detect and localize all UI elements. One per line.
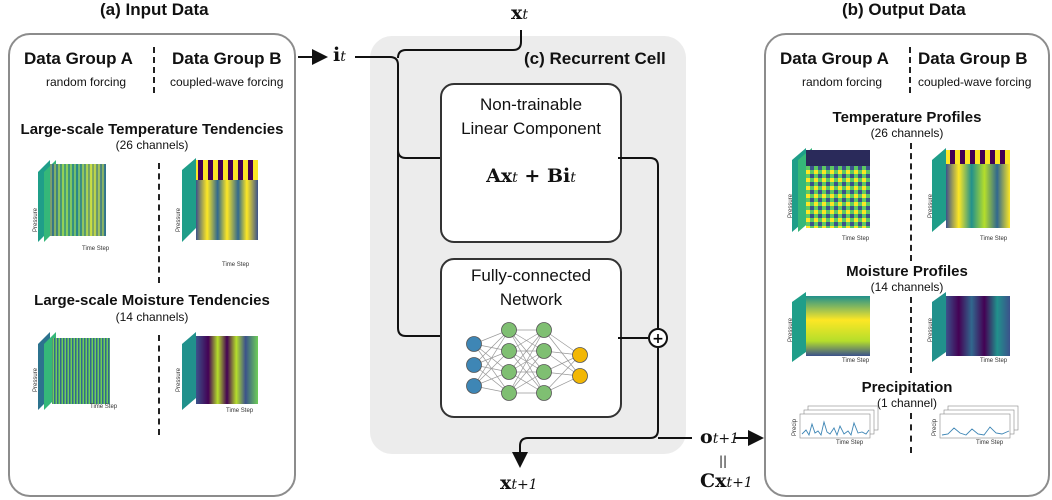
output-panel-title: (b) Output Data	[842, 0, 966, 19]
nn-node	[466, 357, 482, 373]
input-panel: Data Group A random forcing Data Group B…	[8, 33, 296, 497]
nn-edge	[508, 329, 545, 394]
x-to-cell-line	[397, 30, 522, 59]
input-moist-channels: (14 channels)	[115, 310, 189, 324]
output-temp-title: Temperature Profiles	[832, 109, 982, 126]
input-moist-a-xlabel: Time Step	[90, 404, 118, 410]
fcn-line2: Network	[499, 290, 563, 309]
input-group-divider	[153, 47, 155, 93]
input-group-b-sub: coupled-wave forcing	[170, 75, 284, 89]
input-moist-divider	[158, 335, 160, 435]
output-precip-b-xlabel: Time Step	[976, 440, 1004, 446]
i-to-fcn-line	[355, 56, 440, 337]
nn-node	[466, 378, 482, 394]
output-precip-a-plot	[794, 404, 894, 449]
linear-line1: Non-trainable	[479, 95, 583, 114]
nn-node	[501, 385, 517, 401]
nn-edge	[473, 329, 510, 387]
sum-to-xnext-line	[512, 348, 659, 468]
output-moist-title: Moisture Profiles	[846, 263, 968, 280]
output-moist-a-xlabel: Time Step	[842, 358, 870, 364]
nn-node	[536, 385, 552, 401]
linear-to-sum-line	[618, 157, 659, 328]
o-next-label: ot+1	[700, 426, 739, 448]
output-group-a-label: Data Group A	[780, 49, 889, 68]
input-group-b-label: Data Group B	[172, 49, 282, 68]
output-temp-divider	[910, 143, 912, 261]
input-temp-b-heatmap	[178, 156, 278, 261]
input-group-a-sub: random forcing	[46, 75, 127, 89]
input-temp-a-heatmap	[36, 158, 126, 253]
nn-node	[536, 364, 552, 380]
i-to-linear-line	[397, 149, 440, 159]
x-t-label: xt	[511, 2, 528, 24]
nn-edge	[473, 350, 510, 387]
output-moist-divider	[910, 297, 912, 373]
equals-sign: ||	[719, 454, 728, 468]
output-precip-b-plot	[934, 404, 1034, 449]
output-precip-title: Precipitation	[861, 379, 953, 396]
sum-plus-icon: +	[652, 331, 664, 347]
fcn-line1: Fully-connected	[470, 266, 591, 285]
output-group-divider	[909, 47, 911, 93]
input-temp-a-xlabel: Time Step	[82, 246, 110, 252]
nn-node	[536, 322, 552, 338]
nn-edge	[508, 350, 545, 394]
input-group-a-label: Data Group A	[24, 49, 133, 68]
output-moist-a-heatmap	[790, 290, 890, 370]
linear-line2: Linear Component	[461, 119, 601, 138]
output-temp-a-xlabel: Time Step	[842, 236, 870, 242]
input-temp-title: Large-scale Temperature Tendencies	[20, 121, 284, 138]
output-precip-channels: (1 channel)	[876, 396, 938, 410]
nn-edge	[508, 329, 545, 373]
nn-node	[572, 347, 588, 363]
nn-node	[572, 368, 588, 384]
output-moist-b-heatmap	[930, 290, 1030, 370]
neural-network-icon	[466, 322, 588, 401]
nn-node	[466, 336, 482, 352]
input-temp-channels: (26 channels)	[115, 138, 189, 152]
x-next-label: xt+1	[500, 472, 538, 494]
output-temp-b-xlabel: Time Step	[980, 236, 1008, 242]
output-moist-b-xlabel: Time Step	[980, 358, 1008, 364]
recurrent-cell-title: (c) Recurrent Cell	[524, 49, 666, 68]
input-moist-title: Large-scale Moisture Tendencies	[34, 292, 270, 309]
output-moist-channels: (14 channels)	[870, 280, 944, 294]
input-panel-title: (a) Input Data	[100, 0, 209, 19]
sum-node	[648, 328, 668, 348]
output-precip-a-xlabel: Time Step	[836, 440, 864, 446]
nn-edge	[543, 354, 581, 394]
output-temp-channels: (26 channels)	[870, 126, 944, 140]
i-t-label: it	[333, 44, 346, 66]
cx-next-label: Cxt+1	[700, 470, 753, 492]
nn-node	[536, 343, 552, 359]
output-temp-a-heatmap	[790, 146, 890, 251]
input-moist-b-heatmap	[178, 330, 278, 420]
input-moist-a-heatmap	[36, 330, 126, 420]
output-group-b-sub: coupled-wave forcing	[918, 75, 1032, 89]
nn-node	[501, 343, 517, 359]
linear-equation: Axt + Bit	[486, 165, 576, 187]
output-group-a-sub: random forcing	[802, 75, 883, 89]
nn-node	[501, 322, 517, 338]
input-temp-b-xlabel: Time Step	[222, 262, 250, 268]
output-group-b-label: Data Group B	[918, 49, 1028, 68]
output-temp-b-heatmap	[930, 146, 1030, 251]
input-temp-divider	[158, 163, 160, 283]
nn-edge	[473, 329, 510, 366]
input-moist-b-xlabel: Time Step	[226, 408, 254, 414]
output-precip-divider	[910, 413, 912, 453]
linear-component-box: Non-trainable Linear Component Axt + Bit	[440, 83, 622, 243]
nn-node	[501, 364, 517, 380]
